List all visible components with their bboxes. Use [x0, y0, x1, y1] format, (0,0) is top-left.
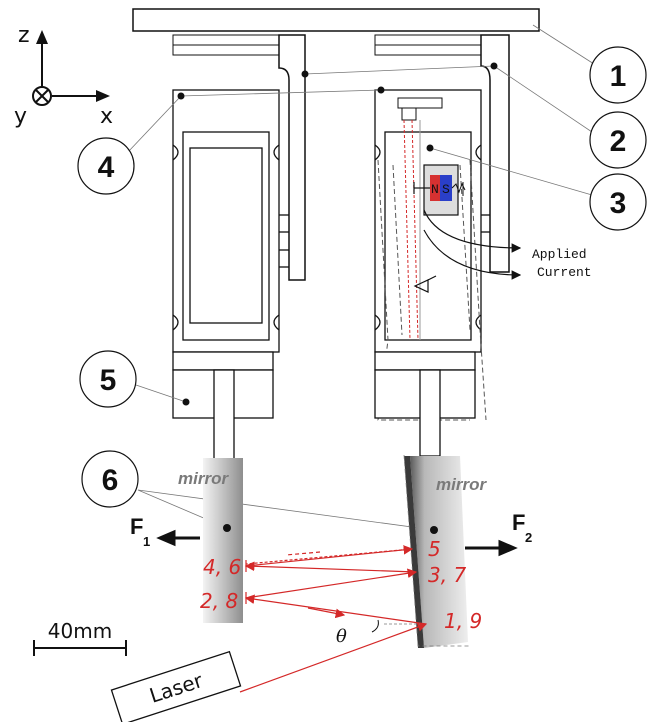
svg-text:1: 1: [610, 60, 627, 93]
force-f1-label: F: [130, 514, 143, 539]
laser-beams: [239, 545, 428, 693]
left-mirror-dot: [223, 524, 231, 532]
angle-arc: [371, 619, 379, 633]
svg-text:3: 3: [610, 187, 627, 220]
callout-4: 4: [77, 137, 135, 195]
callout-3: 3: [589, 173, 647, 231]
callout-6: 6: [81, 450, 139, 508]
left-flexure-frame: [172, 89, 289, 353]
magnet-s: [440, 175, 452, 201]
callout-2: 2: [589, 111, 647, 169]
reflection-label-5: 5: [428, 537, 441, 561]
right-bracket: [480, 34, 510, 273]
magnet-n: [430, 175, 440, 201]
svg-text:4: 4: [98, 151, 115, 184]
axes-icon: [32, 30, 110, 106]
magnet-s-label: S: [442, 182, 450, 197]
right-mirror: [410, 456, 468, 648]
svg-text:6: 6: [102, 464, 119, 497]
sensor-strip: [397, 97, 443, 341]
left-base: [172, 351, 274, 461]
force-arrows: [156, 529, 518, 557]
callout-1: 1: [589, 46, 647, 104]
magnet-assembly: [413, 164, 466, 216]
left-bracket: [278, 34, 306, 281]
left-mirror-label: mirror: [178, 469, 229, 488]
angle-theta-label: θ: [336, 626, 347, 647]
magnet-n-label: N: [431, 182, 439, 197]
applied-current-line2: Current: [537, 265, 592, 280]
svg-text:5: 5: [100, 364, 117, 397]
force-f1-subscript: 1: [143, 534, 150, 549]
force-f2-label: F: [512, 510, 525, 535]
axis-x-label: x: [100, 104, 113, 129]
laser-source: Laser: [110, 650, 242, 722]
right-base: [374, 351, 476, 457]
force-f2-subscript: 2: [525, 530, 532, 545]
top-plate: [132, 8, 540, 32]
right-mirror-dot: [430, 526, 438, 534]
axis-y-label: y: [14, 104, 27, 129]
right-mirror-edge: [404, 456, 424, 648]
right-mirror-label: mirror: [436, 475, 487, 494]
applied-current-line1: Applied: [532, 247, 587, 262]
top-comb: [172, 34, 482, 56]
left-mirror: [203, 458, 243, 623]
reflection-label-2-8: 2, 8: [200, 589, 238, 613]
right-mirror-dashed: [403, 454, 470, 647]
callout-5: 5: [79, 350, 137, 408]
svg-text:2: 2: [610, 125, 627, 158]
leader-dots: [177, 62, 498, 406]
scale-bar: [33, 640, 127, 656]
reflection-label-3-7: 3, 7: [428, 563, 466, 587]
leader-lines: [127, 24, 595, 531]
scale-bar-label: 40mm: [48, 619, 112, 643]
current-wires: [413, 209, 522, 293]
right-flexure-frame: [374, 89, 490, 353]
axis-z-label: z: [18, 23, 30, 48]
reflection-label-4-6: 4, 6: [203, 555, 241, 579]
reflection-label-1-9: 1, 9: [444, 609, 482, 633]
